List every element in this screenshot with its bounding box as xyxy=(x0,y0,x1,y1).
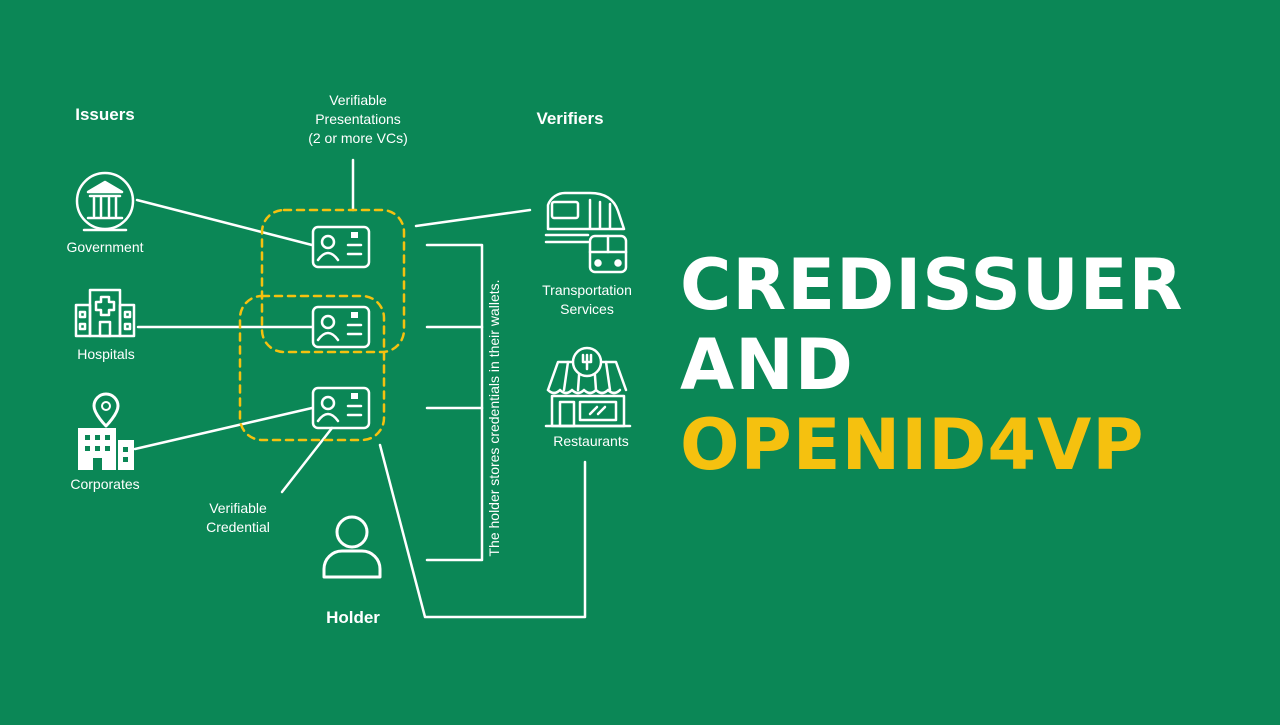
holder-label: Holder xyxy=(326,608,380,627)
hospitals-label: Hospitals xyxy=(77,346,135,362)
connector-lines xyxy=(133,158,587,619)
corporates-label: Corporates xyxy=(70,476,140,492)
train-bus-icon xyxy=(544,191,628,274)
title-line3: OPENID4VP xyxy=(680,404,1145,486)
verifiers-heading: Verifiers xyxy=(536,109,604,128)
line-government-to-credential xyxy=(135,198,314,247)
issuers-heading: Issuers xyxy=(75,105,135,124)
presentations-label-line1: Verifiable xyxy=(329,92,387,108)
government-label: Government xyxy=(66,239,144,255)
corporate-icon xyxy=(78,392,134,470)
restaurants-label: Restaurants xyxy=(553,433,629,449)
restaurant-icon xyxy=(544,346,632,428)
presentations-label-line2: Presentations xyxy=(315,111,401,127)
line-credential-label xyxy=(280,426,334,494)
id-card-icon xyxy=(311,225,371,269)
presentation-group-lower xyxy=(238,294,386,442)
holder-icon xyxy=(322,515,382,579)
title-line2: AND xyxy=(680,324,854,406)
transport-label: Transportation Services xyxy=(527,281,647,319)
transport-label-line1: Transportation xyxy=(542,282,632,298)
presentation-group-upper xyxy=(260,208,406,354)
title-line1: CREDISSUER xyxy=(680,244,1184,326)
line-presentation-to-transport xyxy=(414,208,532,228)
id-card-icon xyxy=(311,386,371,430)
transport-label-line2: Services xyxy=(560,301,614,317)
id-card-icon xyxy=(311,305,371,349)
wallet-bracket xyxy=(425,243,484,562)
credential-label: Verifiable Credential xyxy=(188,499,288,537)
line-corporates-to-credential xyxy=(133,406,314,451)
credential-label-line2: Credential xyxy=(206,519,270,535)
presentations-label-line3: (2 or more VCs) xyxy=(308,130,408,146)
credential-label-line1: Verifiable xyxy=(209,500,267,516)
line-holder-to-restaurant xyxy=(378,443,587,619)
wallet-note: The holder stores credentials in their w… xyxy=(486,279,502,557)
presentations-label: Verifiable Presentations (2 or more VCs) xyxy=(298,91,418,148)
government-icon xyxy=(75,171,135,232)
hospital-icon xyxy=(74,288,136,338)
